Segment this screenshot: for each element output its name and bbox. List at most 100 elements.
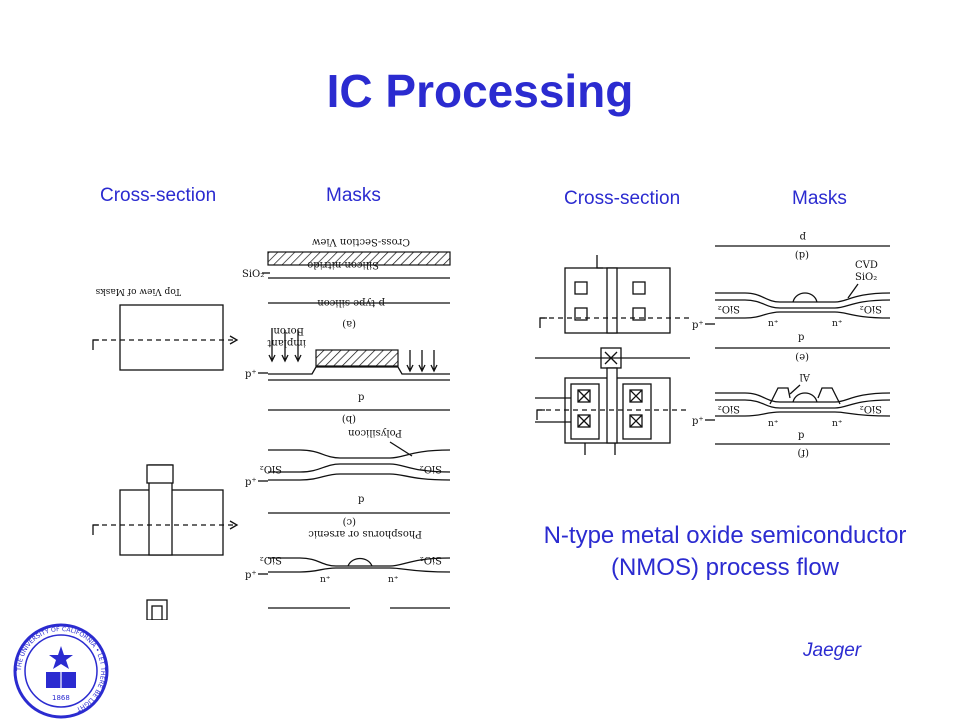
caption-line-1: N-type metal oxide semiconductor [543,522,907,549]
n-plus-label-1: n⁺ [320,575,331,585]
silicon-nitride-label: Silicon nitride [307,259,379,270]
poly-gate-top [146,464,174,484]
right-oxide-top-2 [715,392,891,403]
page-title: IC Processing [326,65,634,117]
cut-marker-right-bottom [536,409,545,420]
phosphorus-label: Phosphorus or arsenic [308,528,422,539]
partial-mask-inner [151,605,163,620]
right-sio2-label-4: SiO₂ [860,403,882,414]
cross-section-view-label: Cross-Section View [312,236,410,247]
boron-label: Boron [273,325,304,336]
contact-x-1-mark [577,389,591,403]
sio2-label-3: SiO₂ [420,463,442,474]
right-gate-bump-2 [792,392,818,403]
cvd-sio2-label: SiO₂ [855,272,877,283]
cut-marker-left-c [92,524,99,535]
contact-x-4 [629,414,643,428]
sio2-label-2: SiO₂ [260,463,282,474]
author-credit: Jaeger [803,640,862,661]
metal-right-column [622,383,652,440]
right-masks-header: Masks [792,188,847,209]
contact-x-2-mark [577,414,591,428]
partial-mask-bottom [146,599,168,620]
cut-arrow-a [229,335,239,345]
poly-mask-stub [596,255,603,269]
sio2-label-5: SiO₂ [420,554,442,565]
gate-bump [347,557,373,567]
seal-star [49,646,73,669]
step-c-label: (c) [342,516,356,527]
substrate-line-6 [268,567,451,573]
left-top-view-masks-diagram: Top View of Masks [92,286,239,620]
right-sio2-label-1: SiO₂ [718,303,740,314]
polysilicon-label: Polysilicon [347,427,402,438]
caption-line-2: (NMOS) process flow [610,554,840,581]
silicon-nitride-layer [267,251,451,266]
right-oxide-mid-2 [715,399,891,409]
step-b-label: (b) [342,413,356,424]
n-plus-label-2: n⁺ [388,575,399,585]
boron-arrow-1 [268,328,276,363]
p-plus-label-1: p⁺ [245,369,257,380]
right-p-label-1: p [800,231,806,242]
contact-top-right-2 [632,307,646,321]
process-flow-caption: N-type metal oxide semiconductor (NMOS) … [510,520,940,584]
p-label-1: p [358,392,364,403]
right-oxide-top-1 [715,292,891,303]
right-p-plus-label-1: p⁺ [692,320,704,331]
cut-marker-right-top [539,317,547,328]
implant-label: implant [267,337,306,348]
contact-top-left [574,281,588,295]
contact-x-3-mark [629,389,643,403]
boron-arrow-3 [294,330,302,363]
step-d-label: (d) [795,249,809,260]
field-oxide-bottom [268,463,451,473]
mask-rectangle-a [119,304,224,371]
step-e-label: (e) [795,351,809,362]
right-substrate-bottom-1 [715,311,891,319]
seal-year: 1868 [52,694,70,702]
metal-contact-1 [769,387,791,405]
p-type-silicon-label: p-type silicon [317,297,385,308]
al-arrow [789,384,801,395]
contact-x-3 [629,389,643,403]
contact-x-4-mark [629,414,643,428]
p-plus-label-2: p⁺ [245,477,257,488]
sio2-label-4: SiO₂ [260,554,282,565]
gate-strip-top [606,267,618,334]
contact-x-2 [577,414,591,428]
right-cross-section-header: Cross-section [564,188,681,209]
field-oxide-top [268,449,451,459]
boron-arrow-2 [281,330,289,363]
right-n-plus-label-1: n⁺ [768,319,779,329]
cut-arrow-c [229,520,239,530]
right-gate-bump-1 [792,292,818,303]
p-label-2: p [358,494,364,505]
right-n-plus-label-2: n⁺ [832,319,843,329]
top-view-label: Top View of Masks [95,286,181,296]
metal-lead-left [535,397,571,423]
metal-lead-bottom [584,443,616,455]
cvd-arrow [847,283,859,299]
surface-line-2 [268,366,450,375]
left-cross-section-diagram: Cross-Section View Silicon nitride SiO₂ … [242,236,451,609]
right-substrate-bottom-2 [715,411,891,417]
right-oxide-mid-1 [715,299,891,309]
metal-contact-2 [817,387,841,405]
contact-top-left-2 [574,307,588,321]
right-top-view-masks-diagram [535,255,690,455]
gate-strip-bottom [606,367,618,444]
right-sio2-label-3: SiO₂ [718,403,740,414]
contact-x-1 [577,389,591,403]
university-seal-logo: THE UNIVERSITY OF CALIFORNIA • LET THERE… [13,623,109,719]
step-a-label: (a) [342,318,356,329]
right-p-label-3: p [798,430,804,441]
right-p-label-2: p [798,332,804,343]
left-masks-header: Masks [326,185,381,206]
boron-arrow-4 [406,350,414,373]
step-f-label: (f) [797,447,809,458]
nitride-block [315,349,399,367]
boron-arrow-6 [430,350,438,373]
left-cross-section-header: Cross-section [100,185,217,206]
right-n-plus-label-4: n⁺ [832,419,843,429]
